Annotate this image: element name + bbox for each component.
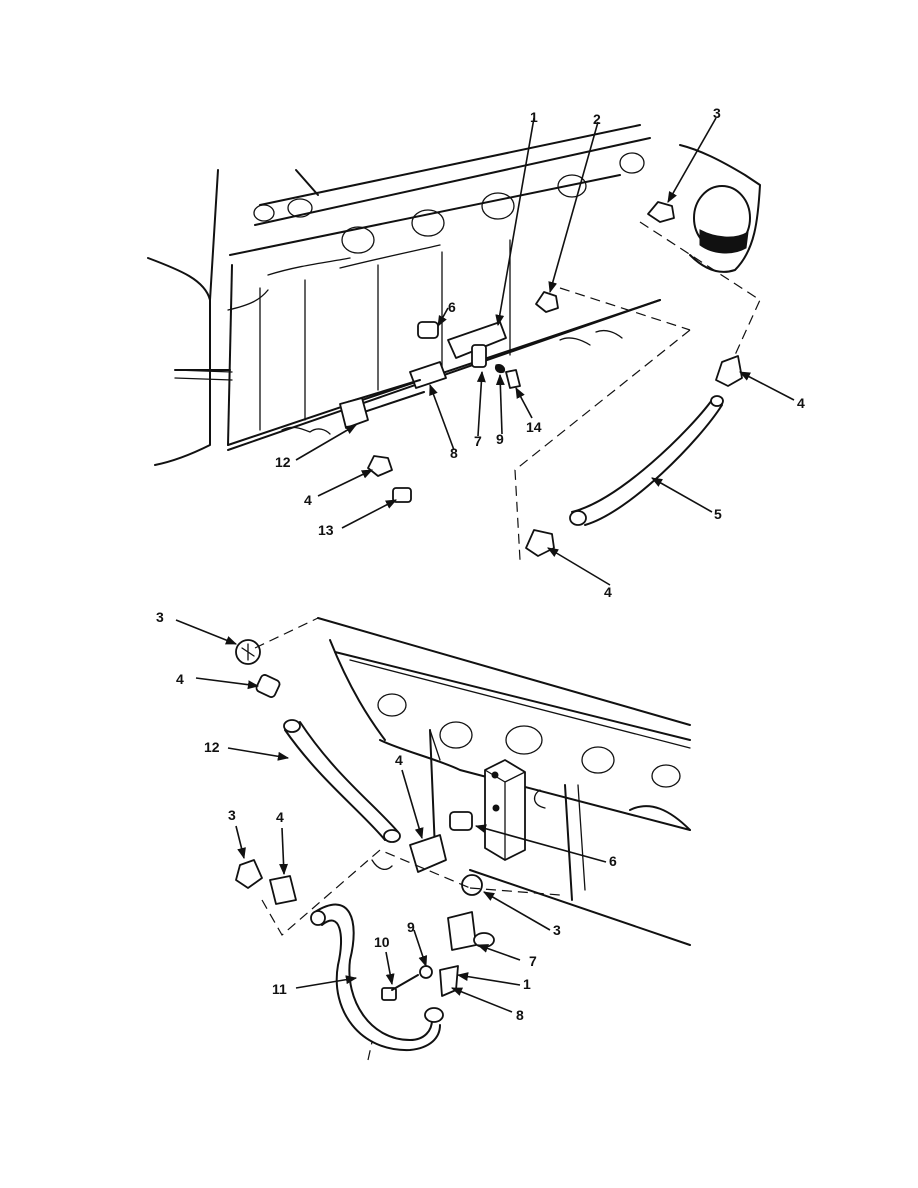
callout-6: 6 [448,299,456,315]
callout-7: 7 [529,953,537,969]
dashed-connectors-lower [254,617,561,1061]
callout-4: 4 [395,752,403,768]
callout-3: 3 [228,807,236,823]
callout-12: 12 [204,739,220,755]
callout-4: 4 [176,671,184,687]
callout-3: 3 [713,105,721,121]
callout-9: 9 [407,919,415,935]
callout-8: 8 [516,1007,524,1023]
callout-2: 2 [593,111,601,127]
callout-6: 6 [609,853,617,869]
leader-lines-lower [175,619,607,1013]
callout-14: 14 [526,419,542,435]
upper-view: 1 2 3 4 4 4 5 6 7 8 9 12 13 14 [147,105,805,600]
leader-lines-upper [295,117,795,586]
hose-11 [310,903,444,1052]
callout-13: 13 [318,522,334,538]
callout-labels-lower: 3 4 12 4 3 4 6 3 9 10 7 1 11 8 [156,609,617,1023]
callout-3: 3 [553,922,561,938]
callout-4: 4 [276,809,284,825]
fittings-upper [339,201,743,557]
callout-4: 4 [604,584,612,600]
callout-10: 10 [374,934,390,950]
dashed-connectors-upper [514,221,761,561]
callout-9: 9 [496,431,504,447]
callout-1: 1 [523,976,531,992]
callout-5: 5 [714,506,722,522]
engine-block-lower [317,617,691,946]
callout-8: 8 [450,445,458,461]
callout-11: 11 [272,981,287,997]
callout-3: 3 [156,609,164,625]
callout-7: 7 [474,433,482,449]
callout-4: 4 [797,395,805,411]
callout-1: 1 [530,109,538,125]
callout-labels-upper: 1 2 3 4 4 4 5 6 7 8 9 12 13 14 [275,105,805,600]
hose-12-lower [283,719,401,843]
fittings-lower [235,639,495,1001]
callout-12: 12 [275,454,291,470]
callout-4: 4 [304,492,312,508]
hose-5 [569,395,724,526]
engine-block-upper [147,124,761,466]
lower-view: 3 4 12 4 3 4 6 3 9 10 7 1 11 8 [156,609,691,1061]
